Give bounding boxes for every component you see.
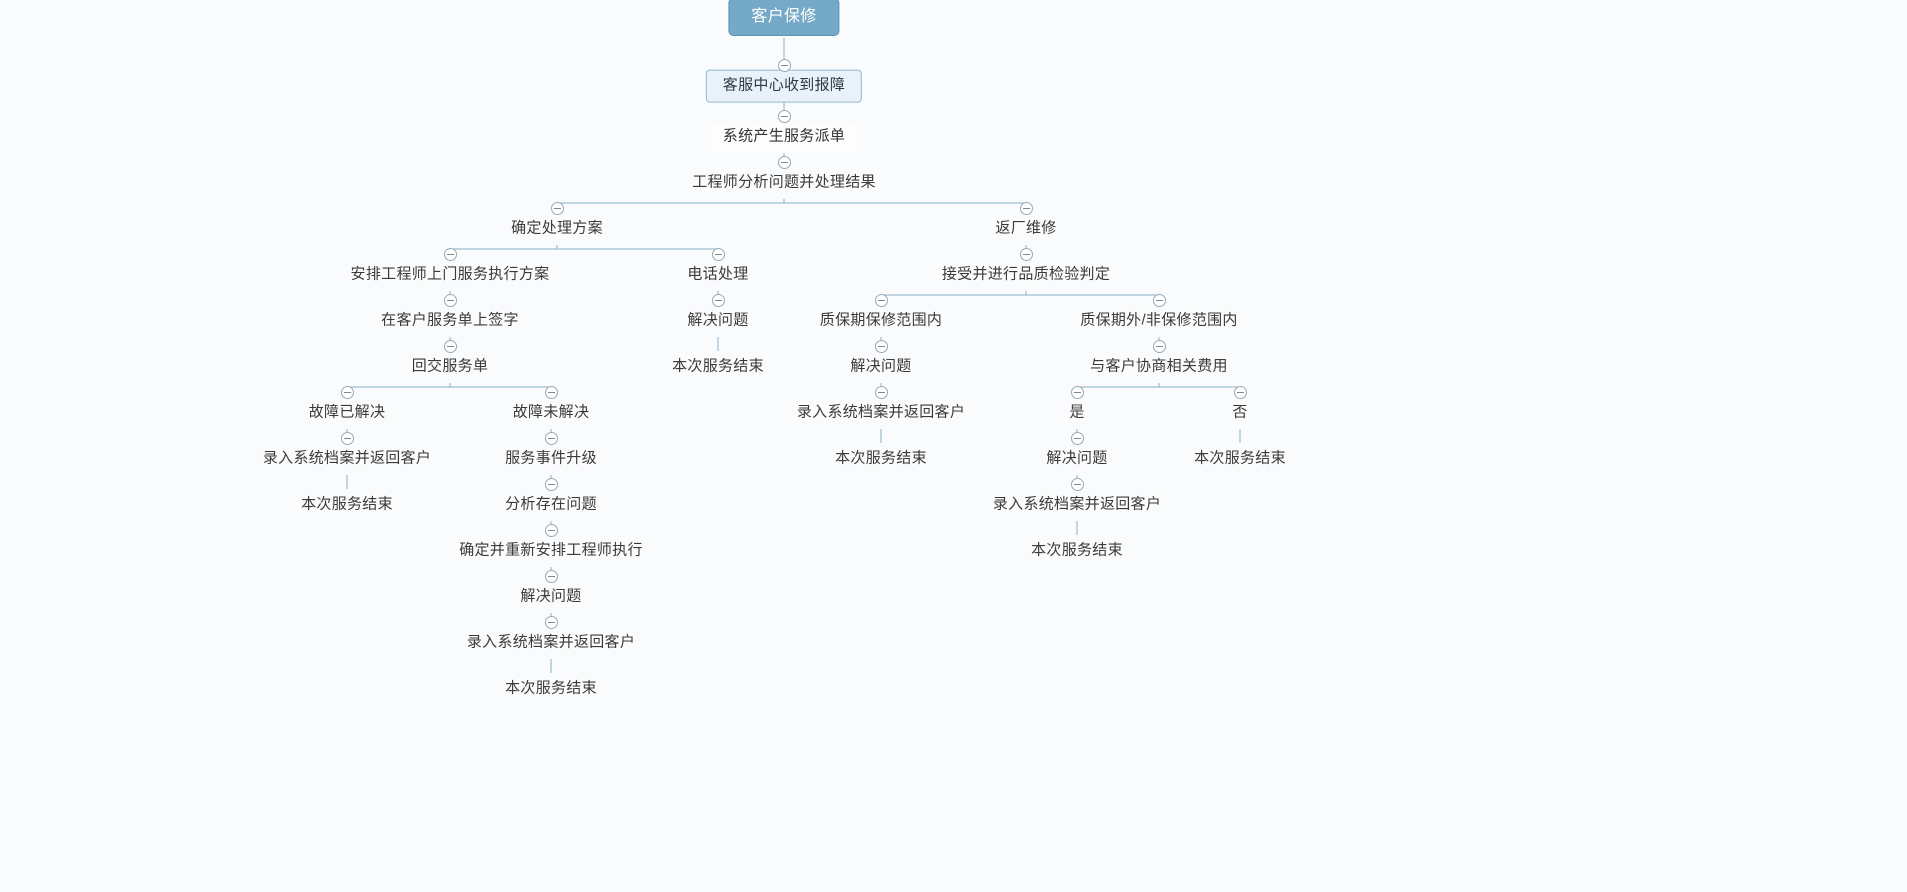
collapse-minus-icon[interactable] — [874, 339, 888, 353]
mindmap-node-n14[interactable]: 确定并重新安排工程师执行 — [459, 541, 643, 559]
mindmap-node-n9[interactable]: 录入系统档案并返回客户 — [262, 449, 432, 467]
mindmap-node-n2[interactable]: 系统产生服务派单 — [711, 122, 857, 152]
collapse-minus-icon[interactable] — [777, 109, 791, 123]
mindmap-node-n1[interactable]: 客服中心收到报障 — [705, 69, 863, 103]
collapse-minus-icon[interactable] — [544, 385, 558, 399]
collapse-minus-icon[interactable] — [340, 385, 354, 399]
mindmap-node-n16[interactable]: 录入系统档案并返回客户 — [466, 633, 636, 651]
mindmap-node-n32[interactable]: 本次服务结束 — [1031, 541, 1123, 559]
collapse-minus-icon[interactable] — [443, 293, 457, 307]
mindmap-node-n4[interactable]: 确定处理方案 — [511, 219, 603, 237]
mindmap-node-n26[interactable]: 本次服务结束 — [835, 449, 927, 467]
mindmap-node-n3[interactable]: 工程师分析问题并处理结果 — [692, 173, 876, 191]
mindmap-node-n8[interactable]: 故障已解决 — [308, 403, 386, 421]
mindmap-node-n22[interactable]: 接受并进行品质检验判定 — [941, 265, 1111, 283]
mindmap-node-n27[interactable]: 质保期外/非保修范围内 — [1080, 311, 1238, 329]
mindmap-node-n10[interactable]: 本次服务结束 — [301, 495, 393, 513]
collapse-minus-icon[interactable] — [544, 523, 558, 537]
mindmap-node-n28[interactable]: 与客户协商相关费用 — [1090, 357, 1228, 375]
collapse-minus-icon[interactable] — [711, 293, 725, 307]
collapse-minus-icon[interactable] — [711, 247, 725, 261]
collapse-minus-icon[interactable] — [777, 58, 791, 72]
mindmap-node-n0[interactable]: 客户保修 — [728, 0, 840, 36]
mindmap-node-n5[interactable]: 安排工程师上门服务执行方案 — [350, 265, 550, 283]
collapse-minus-icon[interactable] — [340, 431, 354, 445]
mindmap-node-n18[interactable]: 电话处理 — [687, 265, 749, 283]
mindmap-node-n12[interactable]: 服务事件升级 — [505, 449, 597, 467]
mindmap-node-n34[interactable]: 本次服务结束 — [1194, 449, 1286, 467]
collapse-minus-icon[interactable] — [1152, 293, 1166, 307]
collapse-minus-icon[interactable] — [544, 569, 558, 583]
collapse-minus-icon[interactable] — [1019, 247, 1033, 261]
collapse-minus-icon[interactable] — [1019, 201, 1033, 215]
mindmap-node-n24[interactable]: 解决问题 — [850, 357, 912, 375]
collapse-minus-icon[interactable] — [550, 201, 564, 215]
collapse-minus-icon[interactable] — [1070, 431, 1084, 445]
collapse-minus-icon[interactable] — [1070, 477, 1084, 491]
mindmap-node-n7[interactable]: 回交服务单 — [411, 357, 489, 375]
mindmap-node-n29[interactable]: 是 — [1069, 403, 1085, 421]
mindmap-node-n31[interactable]: 录入系统档案并返回客户 — [992, 495, 1162, 513]
collapse-minus-icon[interactable] — [874, 385, 888, 399]
collapse-minus-icon[interactable] — [443, 339, 457, 353]
collapse-minus-icon[interactable] — [544, 615, 558, 629]
mindmap-node-n15[interactable]: 解决问题 — [520, 587, 582, 605]
mindmap-node-n30[interactable]: 解决问题 — [1046, 449, 1108, 467]
mindmap-node-n20[interactable]: 本次服务结束 — [672, 357, 764, 375]
mindmap-node-n17[interactable]: 本次服务结束 — [505, 679, 597, 697]
collapse-minus-icon[interactable] — [1233, 385, 1247, 399]
mindmap-node-n23[interactable]: 质保期保修范围内 — [819, 311, 943, 329]
collapse-minus-icon[interactable] — [544, 431, 558, 445]
collapse-minus-icon[interactable] — [1152, 339, 1166, 353]
mindmap-node-n33[interactable]: 否 — [1232, 403, 1248, 421]
collapse-minus-icon[interactable] — [443, 247, 457, 261]
collapse-minus-icon[interactable] — [777, 155, 791, 169]
mindmap-node-n11[interactable]: 故障未解决 — [512, 403, 590, 421]
collapse-minus-icon[interactable] — [874, 293, 888, 307]
collapse-minus-icon[interactable] — [1070, 385, 1084, 399]
mindmap-node-n13[interactable]: 分析存在问题 — [505, 495, 597, 513]
mindmap-node-n6[interactable]: 在客户服务单上签字 — [381, 311, 519, 329]
mindmap-node-n25[interactable]: 录入系统档案并返回客户 — [796, 403, 966, 421]
mindmap-node-n21[interactable]: 返厂维修 — [995, 219, 1057, 237]
collapse-minus-icon[interactable] — [544, 477, 558, 491]
mindmap-node-n19[interactable]: 解决问题 — [687, 311, 749, 329]
